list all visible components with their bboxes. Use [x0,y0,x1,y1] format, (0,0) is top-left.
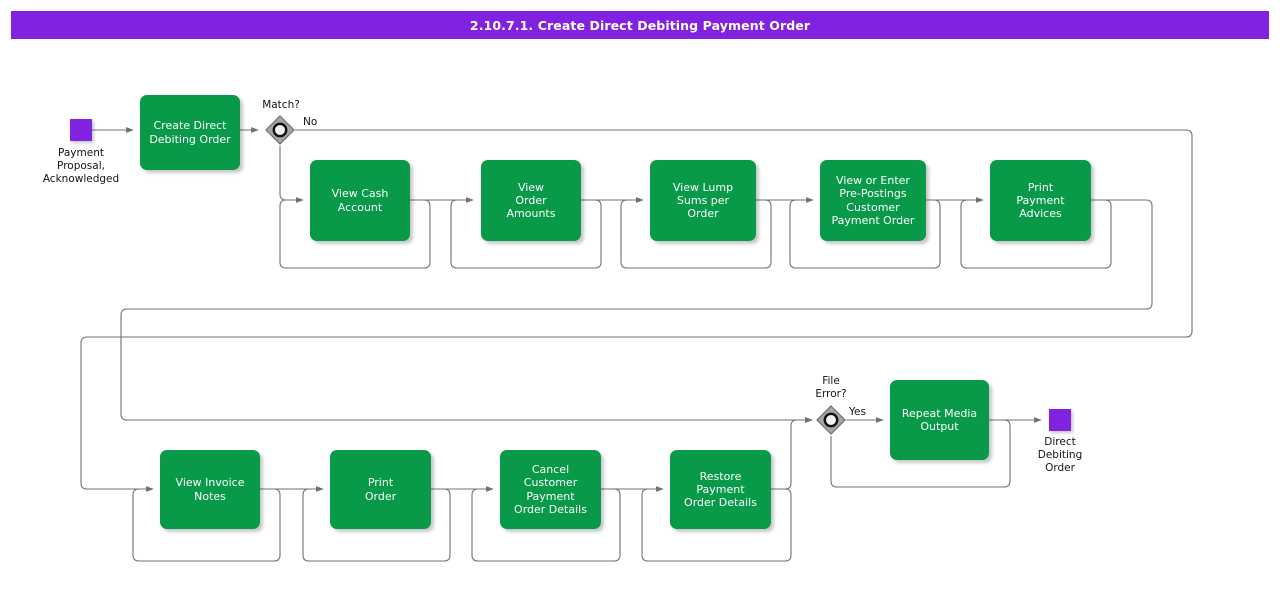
task-label: Print Order [364,476,397,503]
task-label: Create Direct Debiting Order [149,119,231,146]
gateway-match-label: Match? [262,99,300,111]
task-view-or-enter-pre-postings[interactable]: View or Enter Pre-Postings Customer Paym… [820,160,926,241]
start-event-label: Payment Proposal, Acknowledged [42,147,120,185]
task-label: Print Payment Advices [1016,180,1065,221]
task-view-invoice-notes[interactable]: View Invoice Notes [160,450,260,529]
gateway-match[interactable] [265,115,295,145]
page-title-bar: 2.10.7.1. Create Direct Debiting Payment… [11,11,1269,39]
task-repeat-media-output[interactable]: Repeat Media Output [890,380,989,460]
task-view-order-amounts[interactable]: View Order Amounts [481,160,581,241]
task-label: View Order Amounts [506,180,556,221]
task-label: Repeat Media Output [901,406,978,433]
task-print-payment-advices[interactable]: Print Payment Advices [990,160,1091,241]
task-view-cash-account[interactable]: View Cash Account [310,160,410,241]
edge-restore-details-to-file-error [771,417,813,490]
task-label: View Cash Account [331,187,389,214]
edge-match-to-view-cash-account [279,146,304,203]
page-title: 2.10.7.1. Create Direct Debiting Payment… [469,17,811,33]
task-create-direct-debiting-order[interactable]: Create Direct Debiting Order [140,95,240,170]
start-event [70,119,92,141]
task-label: Cancel Customer Payment Order Details [514,463,587,516]
task-view-lump-sums-per-order[interactable]: View Lump Sums per Order [650,160,756,241]
flow-label-no: No [303,116,318,128]
task-cancel-customer-payment-order-details[interactable]: Cancel Customer Payment Order Details [500,450,601,529]
task-label: View Invoice Notes [175,476,245,503]
end-event-label: Direct Debiting Order [1037,436,1083,474]
task-print-order[interactable]: Print Order [330,450,431,529]
gateway-file-error-label: File Error? [815,375,847,400]
task-label: Restore Payment Order Details [684,469,757,510]
task-restore-payment-order-details[interactable]: Restore Payment Order Details [670,450,771,529]
task-label: View Lump Sums per Order [672,180,734,221]
gateway-file-error[interactable] [816,405,846,435]
task-label: View or Enter Pre-Postings Customer Paym… [831,174,915,227]
end-event [1049,409,1071,431]
flow-label-yes: Yes [849,406,866,418]
